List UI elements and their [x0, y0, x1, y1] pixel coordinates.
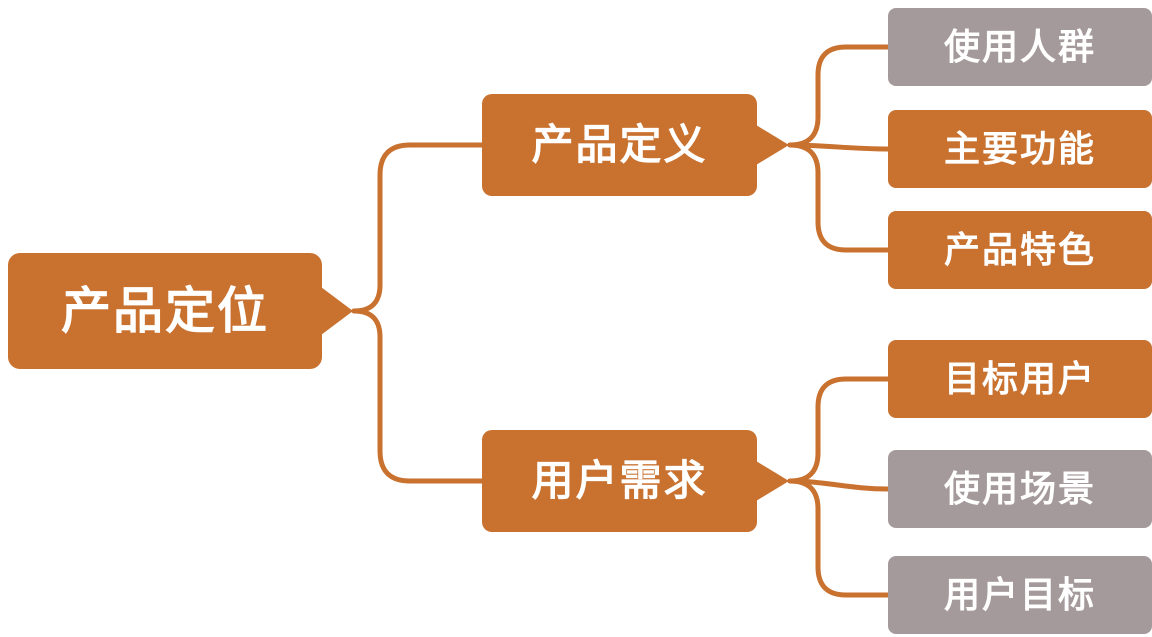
leaf-node-user-groups: 使用人群 [888, 8, 1152, 86]
leaf-node-label: 产品特色 [943, 229, 1096, 270]
node-tail-pointer-icon [756, 461, 789, 501]
leaf-node-label: 主要功能 [943, 128, 1096, 169]
leaf-node-label: 使用人群 [943, 26, 1096, 67]
branch-node-product-definition: 产品定义 [482, 94, 789, 196]
leaf-node-label: 目标用户 [943, 358, 1096, 399]
leaf-node-product-features: 产品特色 [888, 211, 1152, 289]
leaf-node-main-functions: 主要功能 [888, 110, 1152, 188]
root-node-label: 产品定位 [61, 283, 269, 339]
branch-node-user-needs: 用户需求 [482, 430, 789, 532]
connector-root-to-user-needs [351, 308, 485, 484]
connector-definition-to-user-groups [787, 44, 891, 148]
node-tail-pointer-icon [756, 125, 789, 165]
connector-definition-to-product-features [787, 142, 891, 253]
leaf-node-target-users: 目标用户 [888, 340, 1152, 418]
connector-needs-to-user-goals [787, 478, 891, 598]
connector-root-to-product-definition [351, 142, 485, 314]
connector-needs-to-target-users [787, 376, 891, 484]
root-node-product-positioning: 产品定位 [8, 253, 353, 369]
leaf-node-user-goals: 用户目标 [888, 556, 1152, 634]
node-tail-pointer-icon [321, 287, 353, 335]
connector-definition-to-main-functions [787, 142, 891, 152]
branch-node-label: 产品定义 [531, 121, 708, 168]
branch-node-label: 用户需求 [531, 457, 708, 504]
connector-needs-to-usage-scenarios [787, 478, 891, 492]
leaf-node-label: 使用场景 [943, 468, 1096, 509]
leaf-node-usage-scenarios: 使用场景 [888, 450, 1152, 528]
leaf-node-label: 用户目标 [943, 574, 1096, 615]
